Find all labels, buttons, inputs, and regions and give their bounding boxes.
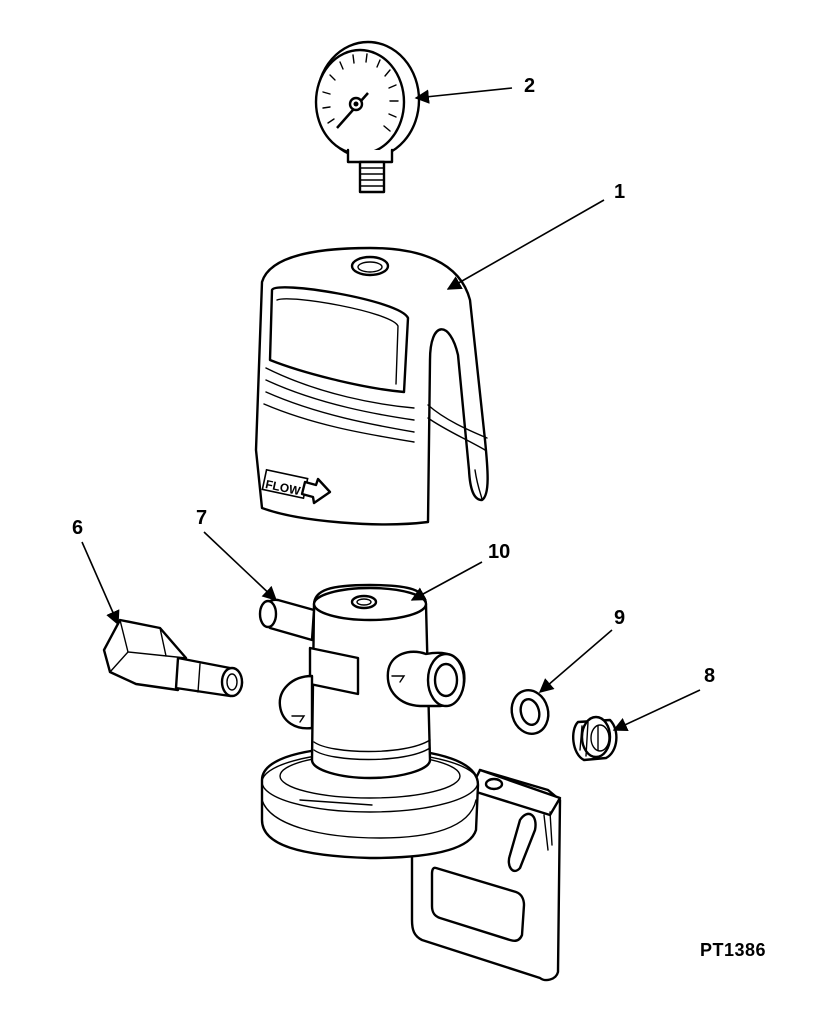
leader-6	[81, 541, 120, 626]
callout-9: 9	[614, 607, 625, 629]
cover: FLOW	[254, 246, 489, 526]
leader-lines	[81, 87, 701, 732]
figure-id: PT1386	[700, 940, 767, 960]
filter-screen	[572, 715, 618, 762]
pressure-gauge	[314, 40, 421, 194]
callout-1: 1	[614, 181, 625, 203]
o-ring	[510, 689, 550, 735]
leader-2	[414, 87, 513, 104]
callout-2: 2	[524, 75, 535, 97]
callout-8: 8	[704, 665, 715, 687]
callout-10: 10	[488, 541, 510, 563]
regulator-assembly	[258, 583, 562, 982]
callout-6: 6	[72, 517, 83, 539]
callout-7: 7	[196, 507, 207, 529]
leader-9	[538, 629, 613, 693]
leader-8	[612, 689, 701, 732]
leader-1	[446, 199, 605, 290]
leader-7	[203, 531, 278, 601]
leader-10	[410, 561, 483, 601]
callout-labels: 2 1 6 7 10 9 8	[72, 75, 715, 687]
hex-adapter-fitting	[102, 618, 244, 698]
